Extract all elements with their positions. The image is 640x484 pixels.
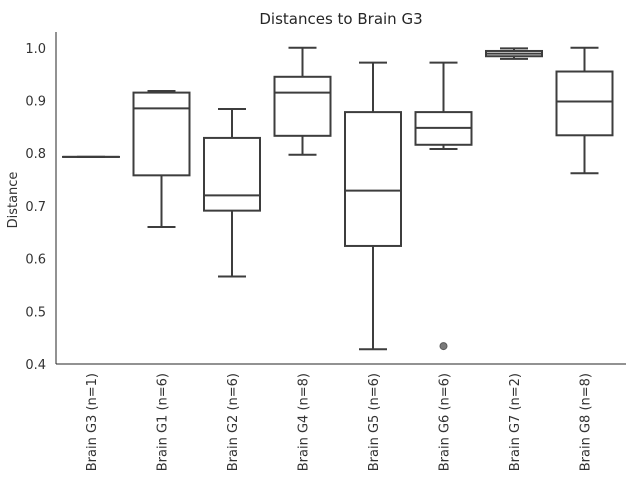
box-group xyxy=(275,48,331,155)
x-ticks: Brain G3 (n=1) Brain G1 (n=6) Brain G2 (n=… xyxy=(85,373,594,471)
x-tick-label: Brain G3 (n=1) xyxy=(85,373,100,471)
y-tick-label: 0.6 xyxy=(25,253,46,268)
x-tick-label: Brain G6 (n=6) xyxy=(438,373,453,471)
y-tick-label: 1.0 xyxy=(25,42,46,57)
x-tick-label: Brain G7 (n=2) xyxy=(508,373,523,471)
box-group xyxy=(416,63,472,350)
y-ticks: 0.4 0.5 0.6 0.7 0.8 0.9 1.0 xyxy=(25,42,46,373)
x-tick-label: Brain G5 (n=6) xyxy=(367,373,382,471)
box-group xyxy=(345,63,401,350)
y-tick-label: 0.7 xyxy=(25,200,46,215)
x-tick-label: Brain G2 (n=6) xyxy=(226,373,241,471)
boxes xyxy=(63,48,613,350)
chart-title: Distances to Brain G3 xyxy=(259,10,422,28)
y-axis-label: Distance xyxy=(6,172,21,229)
x-tick-label: Brain G4 (n=8) xyxy=(297,373,312,471)
box-group xyxy=(557,48,613,173)
box-group xyxy=(134,91,190,227)
iqr-box xyxy=(134,93,190,176)
iqr-box xyxy=(204,138,260,211)
y-tick-label: 0.9 xyxy=(25,95,46,110)
iqr-box xyxy=(345,112,401,246)
y-tick-label: 0.8 xyxy=(25,147,46,162)
y-tick-label: 0.5 xyxy=(25,305,46,320)
y-tick-label: 0.4 xyxy=(25,358,46,373)
x-tick-label: Brain G8 (n=8) xyxy=(579,373,594,471)
outlier-point xyxy=(440,343,447,350)
box-group xyxy=(204,109,260,277)
box-group xyxy=(486,48,542,59)
iqr-box xyxy=(557,72,613,136)
x-tick-label: Brain G1 (n=6) xyxy=(156,373,171,471)
iqr-box xyxy=(275,77,331,136)
